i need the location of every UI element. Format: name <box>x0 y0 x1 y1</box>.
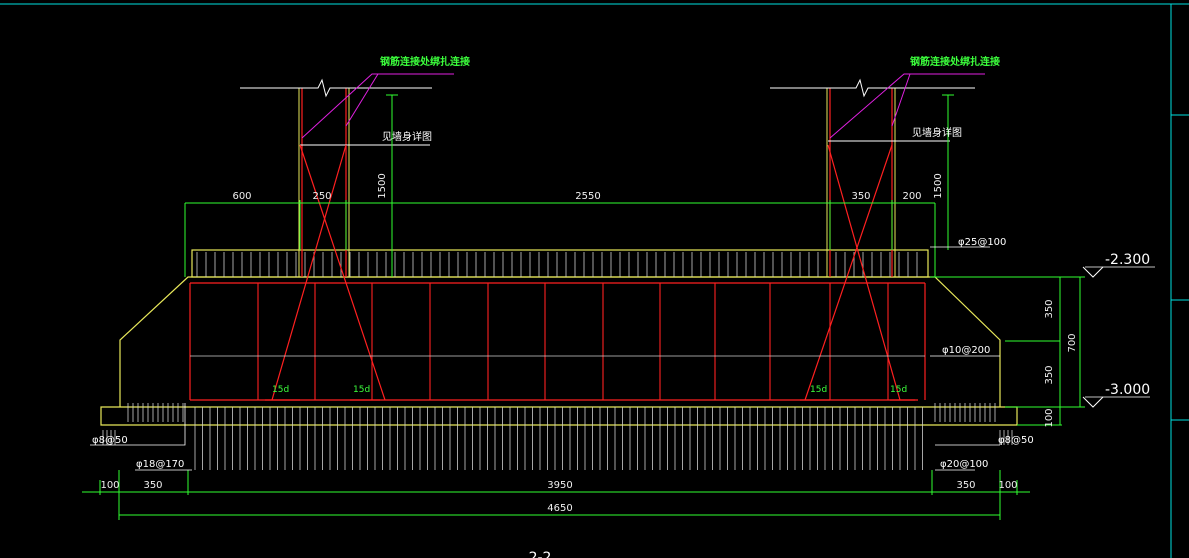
stirrup-hatch <box>102 252 1013 470</box>
lap-label-1: 15d <box>272 385 289 395</box>
elevation-top: -2.300 <box>1105 252 1150 268</box>
vertical-stirrups <box>257 283 889 400</box>
left-connection-note: 钢筋连接处绑扎连接 <box>380 55 470 68</box>
dim-700: 700 <box>1067 333 1078 352</box>
right-connection-note: 钢筋连接处绑扎连接 <box>910 55 1000 68</box>
dim-2550: 2550 <box>575 191 600 202</box>
rebar-cage <box>189 144 926 401</box>
break-lines <box>240 78 975 146</box>
label-bottom-left: φ18@170 <box>136 459 184 470</box>
dim-100-bottom-right: 100 <box>998 480 1017 491</box>
elevation-markers <box>1082 266 1104 408</box>
lap-label-2: 15d <box>353 385 370 395</box>
elevation-bottom-marker <box>1082 396 1104 408</box>
dim-350-upper: 350 <box>1044 299 1055 318</box>
right-diagonal-2 <box>804 144 893 401</box>
concrete-outline <box>100 249 1018 426</box>
elevation-bottom: -3.000 <box>1105 382 1150 398</box>
elevation-top-marker <box>1082 266 1104 278</box>
dim-100-bottom-left: 100 <box>100 480 119 491</box>
left-wall-ref-note: 见墙身详图 <box>382 130 432 143</box>
label-top-bars: φ25@100 <box>958 237 1006 248</box>
dim-350-top: 350 <box>851 191 870 202</box>
dim-1500-left: 1500 <box>377 173 388 198</box>
label-right-stirrups: φ8@50 <box>998 435 1034 446</box>
right-wall <box>826 88 896 277</box>
label-side-bars: φ10@200 <box>942 345 990 356</box>
dim-350-bottom-right: 350 <box>956 480 975 491</box>
viewport-frame <box>0 3 1189 558</box>
label-left-stirrups: φ8@50 <box>92 435 128 446</box>
dim-350-bottom-left: 350 <box>143 480 162 491</box>
left-diagonal-2 <box>271 144 347 401</box>
top-strip <box>191 249 929 278</box>
dim-600: 600 <box>232 191 251 202</box>
dim-4650: 4650 <box>547 503 572 514</box>
lap-label-4: 15d <box>890 385 907 395</box>
dim-350-lower: 350 <box>1044 365 1055 384</box>
dim-250: 250 <box>312 191 331 202</box>
cushion-layer <box>100 406 1018 426</box>
dim-3950: 3950 <box>547 480 572 491</box>
dim-1500-right: 1500 <box>933 173 944 198</box>
dim-200: 200 <box>902 191 921 202</box>
left-diagonal-1 <box>299 144 386 401</box>
label-bottom-right: φ20@100 <box>940 459 988 470</box>
right-wall-ref-note: 见墙身详图 <box>912 126 962 139</box>
dimension-lines <box>82 94 1085 520</box>
callout-leaders <box>301 73 985 139</box>
left-wall <box>298 88 350 277</box>
lap-label-3: 15d <box>810 385 827 395</box>
section-title: 2-2 <box>529 550 552 558</box>
label-leaders <box>90 246 1155 471</box>
footing-body <box>119 276 1001 407</box>
dim-100-right: 100 <box>1044 408 1055 427</box>
right-diagonal-1 <box>827 144 901 401</box>
